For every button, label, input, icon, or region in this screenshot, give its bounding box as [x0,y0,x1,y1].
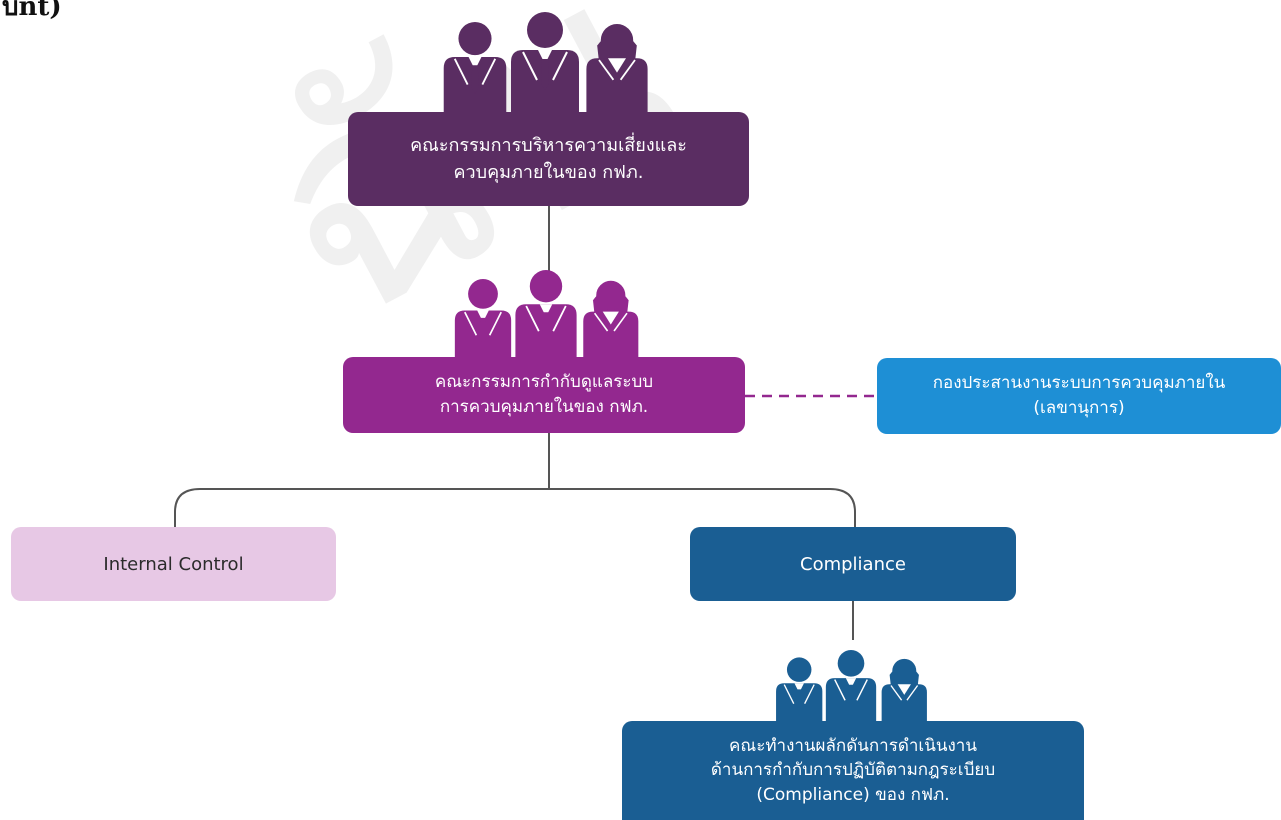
box-line: ด้านการกำกับการปฏิบัติตามกฎระเบียบ [710,760,996,781]
compliance-box: Compliance [690,527,1016,601]
secretary-division-box: กองประสานงานระบบการควบคุมภายใน (เลขานุกา… [877,358,1281,434]
connector-branch [174,488,856,527]
box-line: คณะทำงานผลักดันการดำเนินงาน [729,736,977,757]
internal-control-box: Internal Control [11,527,336,601]
box-line: คณะกรรมการกำกับดูแลระบบ [434,372,654,393]
corner-text: บ็nt) [2,0,62,22]
box-line: ควบคุมภายในของ กฟภ. [453,162,644,183]
internal-control-committee-box: คณะกรรมการกำกับดูแลระบบ การควบคุมภายในขอ… [343,357,745,433]
compliance-working-group-box: คณะทำงานผลักดันการดำเนินงาน ด้านการกำกับ… [622,721,1084,820]
box-line: (Compliance) ของ กฟภ. [756,784,950,805]
box-line: กองประสานงานระบบการควบคุมภายใน [932,373,1226,394]
people-group-icon [443,12,648,118]
box-label: Compliance [800,553,906,575]
box-line: คณะกรรมการบริหารความเสี่ยงและ [410,135,687,156]
box-label: Internal Control [103,553,244,575]
box-line: การควบคุมภายในของ กฟภ. [439,397,649,417]
box-line: (เลขานุการ) [1033,398,1125,418]
people-group-icon [776,650,927,729]
people-group-icon [454,270,639,366]
risk-management-committee-box: คณะกรรมการบริหารความเสี่ยงและ ควบคุมภายใ… [348,112,749,206]
